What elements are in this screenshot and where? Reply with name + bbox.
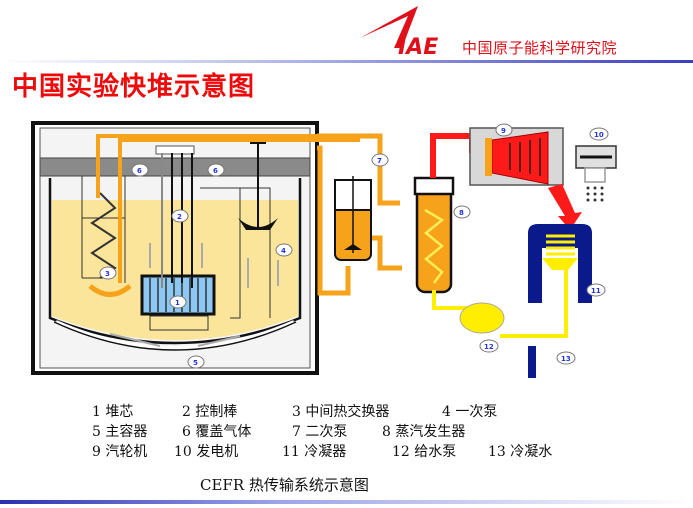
svg-text:5: 5	[193, 359, 198, 367]
condenser-block	[432, 224, 592, 378]
logo-wing-shadow	[366, 18, 404, 44]
steam-generator	[413, 176, 455, 294]
svg-text:9: 9	[501, 127, 506, 135]
svg-text:7: 7	[377, 157, 382, 165]
feedwater-pipes	[432, 270, 568, 338]
svg-text:3: 3	[105, 270, 110, 278]
reactor-block	[31, 121, 360, 375]
marker-13: 13	[556, 351, 576, 365]
logo-text: IAE	[398, 35, 438, 56]
header-divider	[0, 60, 693, 63]
legend-item: 7 二次泵	[292, 424, 348, 440]
condensate	[528, 346, 536, 378]
secondary-pump	[334, 176, 372, 261]
legend-item: 1 堆芯	[92, 404, 134, 420]
institution-name: 中国原子能科学研究院	[462, 39, 618, 57]
footer-divider	[0, 500, 693, 504]
feedwater-pump	[459, 302, 505, 334]
svg-text:1: 1	[175, 299, 180, 307]
svg-text:13: 13	[561, 355, 571, 363]
main-vessel	[48, 178, 302, 345]
marker-10: 10	[589, 127, 609, 141]
svg-text:12: 12	[484, 343, 494, 351]
diagram-markers: 1 2 3 4 5 6 6 7 8 9 10 11 12 13	[99, 123, 609, 369]
marker-3: 3	[99, 266, 117, 280]
svg-text:10: 10	[594, 131, 604, 139]
primary-pipes	[96, 134, 360, 283]
legend-item: 4 一次泵	[442, 404, 498, 420]
marker-6b: 6	[207, 163, 225, 177]
marker-8: 8	[453, 205, 471, 219]
marker-12: 12	[479, 339, 499, 353]
marker-2: 2	[171, 209, 189, 223]
legend-item: 11 冷凝器	[282, 444, 347, 460]
svg-text:2: 2	[177, 213, 182, 221]
marker-7: 7	[371, 153, 389, 167]
steam-pipe	[430, 133, 475, 178]
marker-11: 11	[586, 283, 606, 297]
logo-wing-icon	[360, 6, 418, 48]
cefr-diagram: 1 2 3 4 5 6 6 7 8 9 10 11 12 13	[31, 121, 617, 378]
marker-1: 1	[169, 295, 187, 309]
generator	[575, 145, 617, 202]
legend-item: 9 汽轮机	[92, 444, 148, 460]
marker-9: 9	[495, 123, 513, 137]
legend-item: 12 给水泵	[392, 444, 457, 460]
svg-text:8: 8	[459, 209, 464, 217]
svg-text:6: 6	[213, 167, 218, 175]
legend-item: 6 覆盖气体	[182, 424, 252, 440]
legend-item: 10 发电机	[174, 444, 239, 460]
sodium-pool	[52, 200, 298, 340]
cover-gas-layer	[39, 157, 311, 177]
ihx-coil	[90, 192, 117, 279]
iae-logo: IAE	[360, 6, 438, 56]
svg-text:11: 11	[591, 287, 601, 295]
diagram-caption: CEFR 热传输系统示意图	[200, 476, 369, 494]
marker-5: 5	[187, 355, 205, 369]
secondary-loop	[317, 133, 475, 296]
svg-text:6: 6	[137, 167, 142, 175]
primary-pump	[238, 218, 278, 230]
legend-item: 3 中间热交换器	[292, 404, 390, 420]
legend-item: 2 控制棒	[182, 404, 238, 420]
condenser	[528, 224, 592, 303]
page-title: 中国实验快堆示意图	[12, 72, 256, 102]
exhaust-arrow-icon	[548, 184, 582, 230]
legend-item: 8 蒸汽发生器	[382, 424, 466, 440]
turbine-block	[469, 127, 617, 230]
legend-item: 5 主容器	[92, 424, 148, 440]
marker-4: 4	[275, 243, 293, 257]
marker-6a: 6	[131, 163, 149, 177]
legend-item: 13 冷凝水	[488, 444, 553, 460]
svg-text:4: 4	[281, 247, 286, 255]
